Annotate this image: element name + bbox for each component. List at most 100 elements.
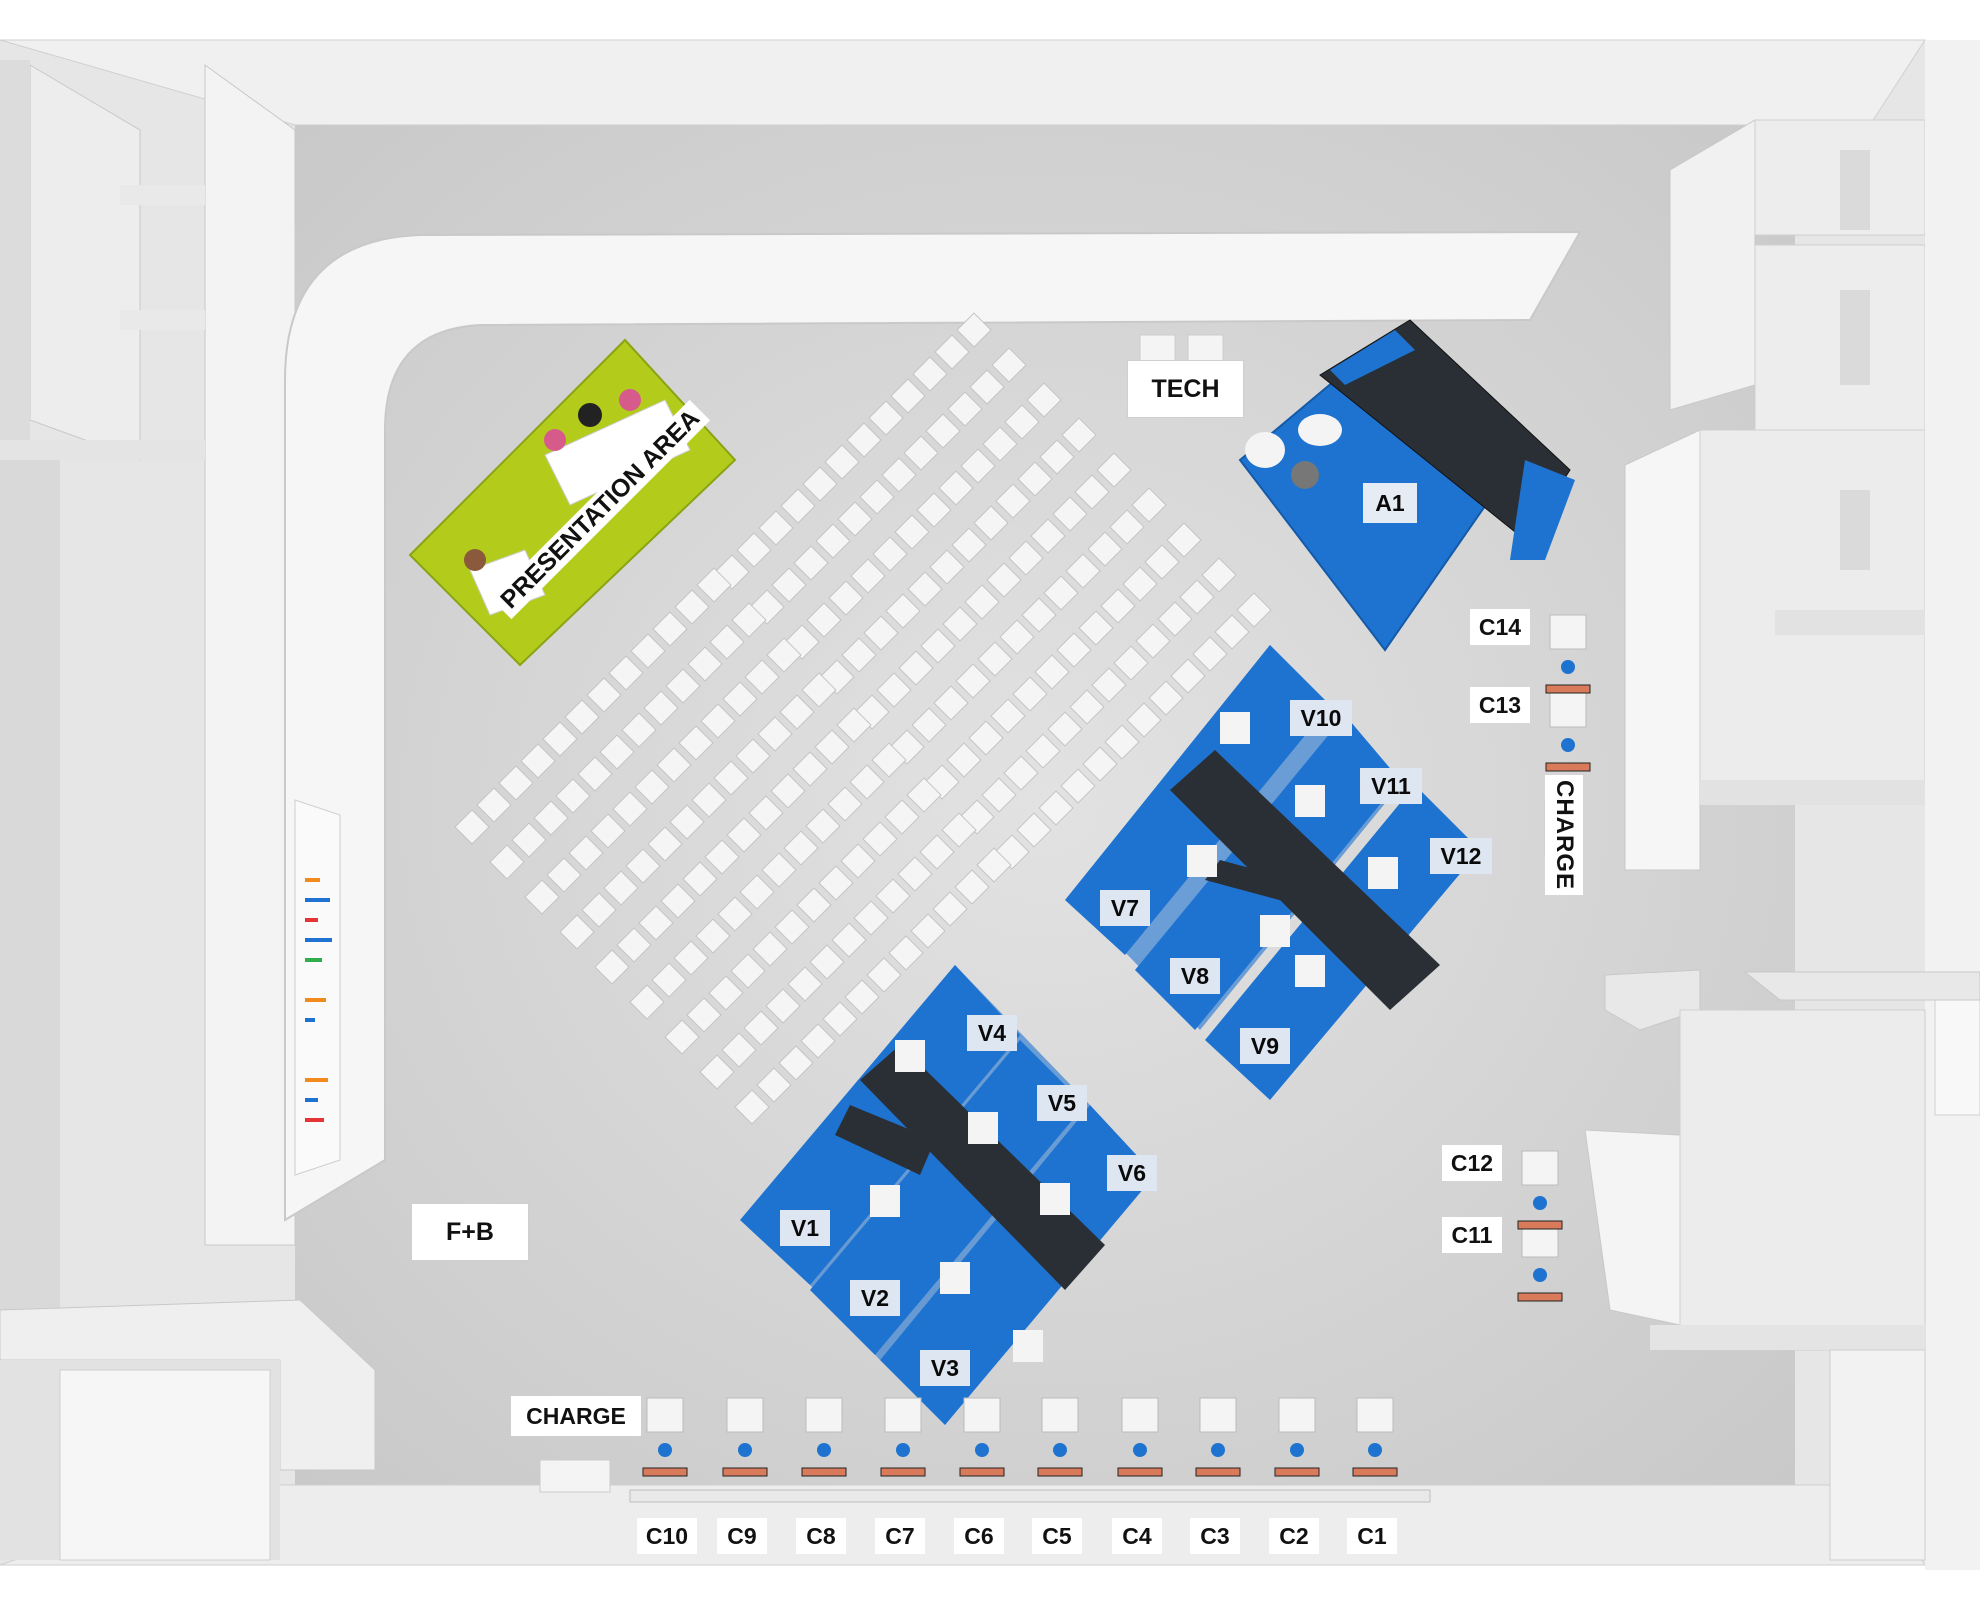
seat: [822, 1001, 858, 1037]
seat: [713, 760, 749, 796]
seat: [1122, 566, 1158, 602]
seat: [555, 778, 591, 814]
seat: [669, 804, 705, 840]
seat: [954, 869, 990, 905]
seat: [999, 619, 1035, 655]
seat: [758, 510, 794, 546]
vr-station-label: V2: [850, 1280, 900, 1316]
seat: [859, 479, 895, 515]
seat: [898, 650, 934, 686]
seat: [736, 532, 772, 568]
vr-station-label: V3: [920, 1350, 970, 1386]
seat: [783, 830, 819, 866]
seat: [850, 558, 886, 594]
bottom-left-room: [0, 1299, 376, 1561]
vr-station-label: V4: [967, 1015, 1017, 1051]
seat: [673, 940, 709, 976]
vr-station-label: V1: [780, 1210, 830, 1246]
seat: [885, 593, 921, 629]
seat: [947, 391, 983, 427]
bottom-charging-rail: [539, 1459, 1431, 1503]
charge-port-icon: [1533, 1196, 1547, 1210]
right-rooms: [1584, 40, 1980, 1570]
seat: [881, 457, 917, 493]
seat: [1047, 711, 1083, 747]
seat: [800, 1023, 836, 1059]
seat: [976, 847, 1012, 883]
seat: [634, 769, 670, 805]
charging-stations-right: [1517, 614, 1591, 1302]
seat: [656, 747, 692, 783]
seat: [734, 1089, 770, 1125]
charging-locker: [1199, 1397, 1237, 1433]
seat: [951, 527, 987, 563]
charge-port-icon: [1533, 1268, 1547, 1282]
seat: [871, 742, 907, 778]
seat: [805, 808, 841, 844]
charging-locker: [646, 1397, 684, 1433]
seat: [990, 698, 1026, 734]
charging-locker: [1549, 692, 1587, 728]
seat: [696, 567, 732, 603]
vr-pods-right: [1065, 645, 1480, 1100]
seat: [744, 659, 780, 695]
seat: [836, 707, 872, 743]
charge-station-label: C14: [1470, 609, 1530, 645]
charging-locker: [1041, 1397, 1079, 1433]
seat: [1126, 702, 1162, 738]
seat: [546, 857, 582, 893]
seat: [824, 444, 860, 480]
charge-station-label: C3: [1190, 1518, 1240, 1554]
charging-pad: [1545, 684, 1591, 694]
seat: [1179, 579, 1215, 615]
seat: [722, 681, 758, 717]
seat: [866, 957, 902, 993]
seat: [700, 703, 736, 739]
charging-pad: [801, 1467, 847, 1477]
seat: [752, 931, 788, 967]
seat: [1008, 540, 1044, 576]
presenter-figure: [464, 549, 486, 571]
seat: [920, 628, 956, 664]
charging-pad: [642, 1467, 688, 1477]
seat: [956, 312, 992, 348]
seat: [761, 852, 797, 888]
seat: [743, 1010, 779, 1046]
seat: [1104, 724, 1140, 760]
seat: [903, 435, 939, 471]
seat: [1039, 439, 1075, 475]
seat: [991, 347, 1027, 383]
seat: [888, 935, 924, 971]
seat: [599, 734, 635, 770]
seat: [946, 742, 982, 778]
booth-a1-label: A1: [1363, 483, 1417, 523]
seat: [1113, 645, 1149, 681]
charge-station-label: C8: [796, 1518, 846, 1554]
charge-station-label: C12: [1442, 1145, 1502, 1181]
seat: [757, 716, 793, 752]
charging-locker: [963, 1397, 1001, 1433]
seat: [559, 914, 595, 950]
seat: [735, 738, 771, 774]
seat: [687, 646, 723, 682]
seat: [660, 883, 696, 919]
charging-locker: [1121, 1397, 1159, 1433]
seat: [682, 861, 718, 897]
charging-pad: [1545, 762, 1591, 772]
seat: [1061, 417, 1097, 453]
seat: [1003, 755, 1039, 791]
seat: [911, 707, 947, 743]
seat: [748, 795, 784, 831]
seat: [897, 856, 933, 892]
seat: [704, 839, 740, 875]
charge-station-label: C5: [1032, 1518, 1082, 1554]
seat: [841, 637, 877, 673]
seat: [942, 606, 978, 642]
seat: [629, 984, 665, 1020]
seat: [1016, 812, 1052, 848]
seat: [863, 615, 899, 651]
charge-cart: [539, 1459, 611, 1493]
seat: [731, 602, 767, 638]
charging-pad: [959, 1467, 1005, 1477]
charge-port-icon: [817, 1443, 831, 1457]
